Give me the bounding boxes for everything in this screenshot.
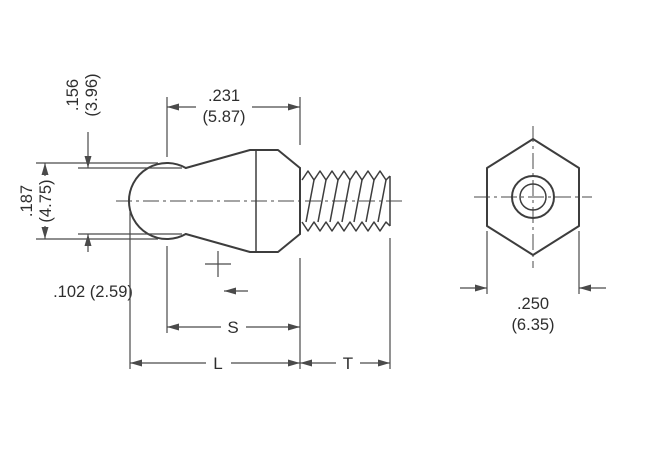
center-cross-mark [205, 251, 231, 277]
dim-s-label: S [227, 318, 238, 337]
thread-top-zigzag [301, 170, 391, 181]
dim-neck-diameter-in-label: .156 [64, 79, 82, 111]
dim-ball-length-in-label: .231 [208, 87, 240, 105]
thread-major-circle [511, 175, 555, 219]
dim-ball-length-mm-label: (5.87) [202, 108, 245, 126]
top-profile [184, 149, 301, 169]
side-view [116, 149, 406, 277]
dim-ball-length: .231 (5.87) [166, 87, 301, 157]
thread-flank-lines [305, 179, 387, 223]
thread-minor-circle [519, 183, 547, 211]
dim-hex-width: .250 (6.35) [460, 231, 606, 334]
bottom-profile [184, 233, 301, 253]
dim-offset-label: .102 (2.59) [53, 283, 133, 301]
dim-ball-diameter-mm-label: (4.75) [37, 179, 55, 222]
dim-neck-diameter: .156 (3.96) [64, 73, 182, 252]
dim-ball-diameter: .187 (4.75) [18, 162, 158, 240]
dim-t-label: T [343, 354, 353, 373]
dim-ball-diameter-in-label: .187 [18, 185, 36, 217]
dim-hex-in-label: .250 [517, 295, 549, 313]
dim-l: L [129, 212, 300, 373]
ball-outline [128, 162, 187, 240]
hex-end-view: .250 (6.35) [460, 126, 606, 334]
side-view-dimensions: .231 (5.87) .156 (3.96) .187 (4.75) [18, 73, 391, 373]
thread-profile [301, 170, 391, 232]
hexagon-outline [486, 138, 580, 256]
dim-s: S [166, 246, 301, 369]
dim-neck-diameter-mm-label: (3.96) [83, 73, 101, 116]
thread-bottom-zigzag [301, 221, 391, 232]
dim-offset: .102 (2.59) [53, 283, 248, 301]
dim-t: T [300, 238, 391, 373]
dim-hex-mm-label: (6.35) [511, 316, 554, 334]
dim-l-label: L [213, 354, 222, 373]
